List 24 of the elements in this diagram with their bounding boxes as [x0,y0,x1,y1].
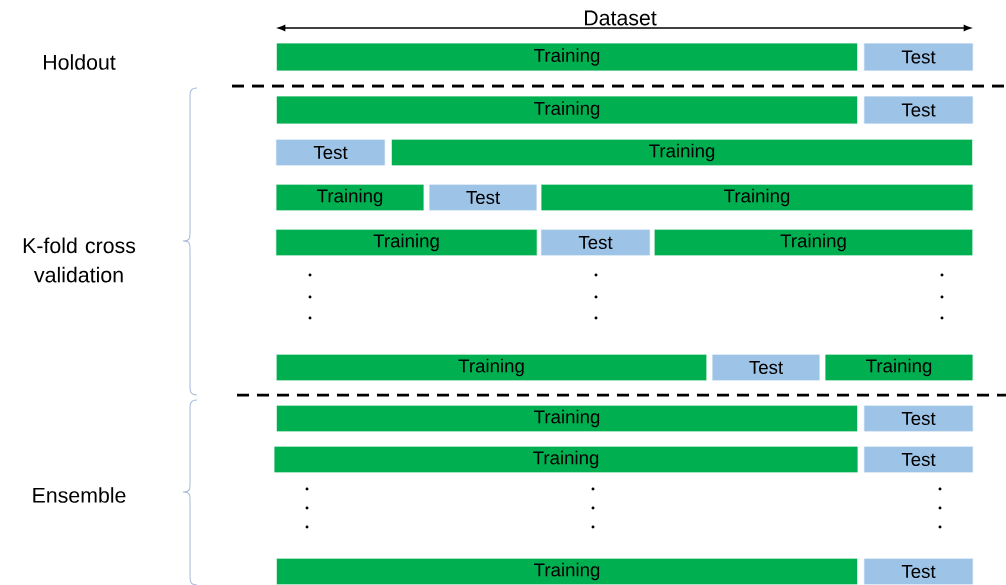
bar-segment: Training [275,404,859,433]
bar-segment: Test [863,95,974,125]
bar-segment: Training [275,95,859,125]
bar-segment: Test [863,557,974,585]
bar-segment: Training [275,228,538,257]
bar-segment: Training [824,353,974,382]
bar-segment: Training [275,42,859,72]
bar-segment: Test [540,228,651,257]
method-label: Holdout [44,54,116,70]
bar-segment: Training [540,183,974,212]
bar-segment: Test [428,183,538,212]
bar-segment: Training [653,228,974,257]
bar-segment: Training [390,138,974,167]
bar-segment: Training [275,353,708,382]
bar-segment: Training [275,183,425,212]
bar-segment: Training [273,445,859,474]
bar-segment: Test [863,445,974,474]
bar-segment: Test [275,138,386,167]
bar-segment: Test [863,404,974,433]
bar-segment: Test [711,353,821,382]
bar-segment: Test [863,42,974,72]
bar-segment: Training [275,557,859,585]
method-label: Ensemble [33,487,126,503]
method-label: K-fold cross validation [23,237,136,283]
